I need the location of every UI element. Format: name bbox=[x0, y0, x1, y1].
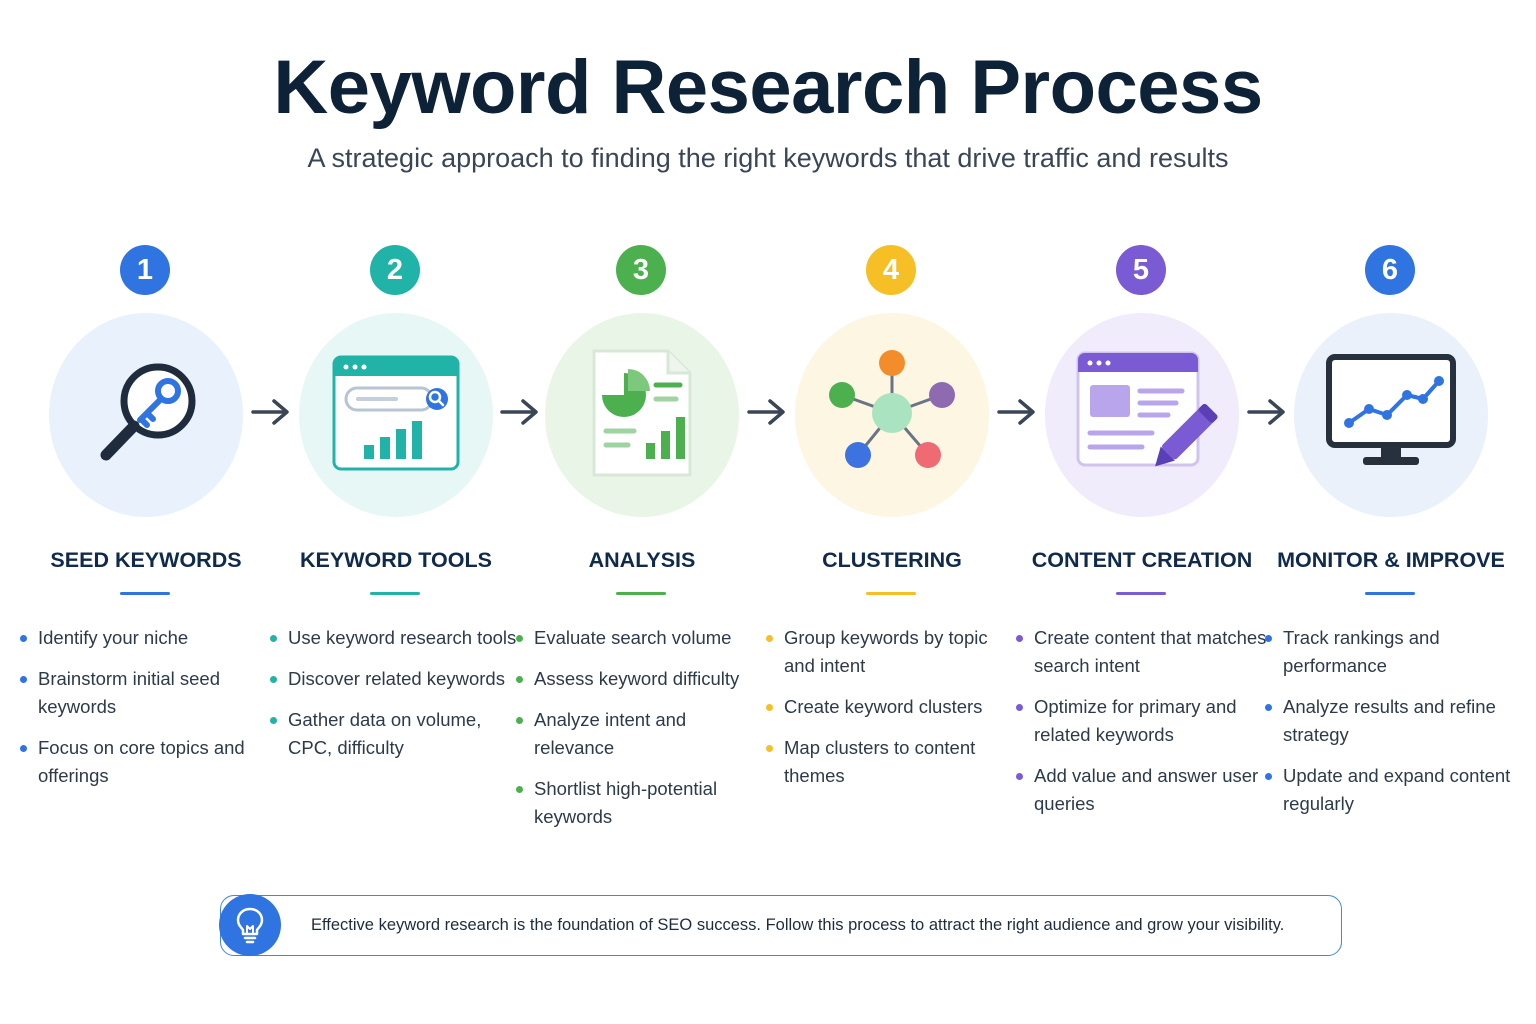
step-bullet: Shortlist high-potential keywords bbox=[516, 775, 771, 831]
step-title-underline bbox=[370, 592, 420, 595]
process-step: 6 MONITOR & IMPROVE Track rankings and p… bbox=[1265, 0, 1515, 880]
step-icon-disc bbox=[1294, 313, 1488, 517]
footer-note-text: Effective keyword research is the founda… bbox=[311, 915, 1285, 934]
step-title-underline bbox=[616, 592, 666, 595]
arrow-right-icon bbox=[746, 396, 788, 428]
step-title-underline bbox=[1365, 592, 1415, 595]
step-number-badge: 5 bbox=[1116, 245, 1166, 295]
process-step: 4 CLUSTERING Group keywords by topic and… bbox=[766, 0, 1016, 880]
step-bullet: Create content that matches search inten… bbox=[1016, 624, 1271, 680]
process-step: 5 CONTENT CREATION Create content that m… bbox=[1016, 0, 1266, 880]
lightbulb-icon bbox=[219, 894, 281, 956]
step-title-underline bbox=[866, 592, 916, 595]
content-editor-pencil-icon bbox=[1072, 343, 1218, 488]
step-bullet: Brainstorm initial seed keywords bbox=[20, 665, 275, 721]
browser-search-chart-icon bbox=[326, 343, 466, 488]
arrow-right-icon bbox=[1246, 396, 1288, 428]
step-bullet: Optimize for primary and related keyword… bbox=[1016, 693, 1271, 749]
step-bullet: Focus on core topics and offerings bbox=[20, 734, 275, 790]
step-icon-disc bbox=[1045, 313, 1239, 517]
step-bullet: Map clusters to content themes bbox=[766, 734, 1021, 790]
step-bullet: Track rankings and performance bbox=[1265, 624, 1520, 680]
footer-note: Effective keyword research is the founda… bbox=[219, 894, 1342, 956]
step-bullet-list: Create content that matches search inten… bbox=[1016, 624, 1271, 831]
step-bullet: Evaluate search volume bbox=[516, 624, 771, 652]
arrow-right-icon bbox=[996, 396, 1038, 428]
step-title: KEYWORD TOOLS bbox=[300, 548, 492, 572]
step-number-badge: 1 bbox=[120, 245, 170, 295]
step-icon-disc bbox=[49, 313, 243, 517]
step-title-underline bbox=[120, 592, 170, 595]
page-subtitle: A strategic approach to finding the righ… bbox=[307, 143, 1229, 173]
step-bullet: Gather data on volume, CPC, difficulty bbox=[270, 706, 525, 762]
step-icon-disc bbox=[545, 313, 739, 517]
cluster-network-icon bbox=[822, 343, 962, 488]
step-title: ANALYSIS bbox=[588, 548, 696, 572]
step-number-badge: 6 bbox=[1365, 245, 1415, 295]
step-number-badge: 2 bbox=[370, 245, 420, 295]
step-bullet: Update and expand content regularly bbox=[1265, 762, 1520, 818]
step-title-underline bbox=[1116, 592, 1166, 595]
step-icon-disc bbox=[299, 313, 493, 517]
step-bullet: Discover related keywords bbox=[270, 665, 525, 693]
step-icon-disc bbox=[795, 313, 989, 517]
step-bullet: Add value and answer user queries bbox=[1016, 762, 1271, 818]
step-bullet: Use keyword research tools bbox=[270, 624, 525, 652]
step-bullet: Analyze results and refine strategy bbox=[1265, 693, 1520, 749]
step-number-badge: 3 bbox=[616, 245, 666, 295]
step-number-badge: 4 bbox=[866, 245, 916, 295]
monitor-trend-icon bbox=[1321, 343, 1461, 488]
report-document-icon bbox=[572, 343, 712, 488]
arrow-right-icon bbox=[250, 396, 292, 428]
step-bullet: Assess keyword difficulty bbox=[516, 665, 771, 693]
process-step: 2 KEYWORD TOOLS Use keyword research too… bbox=[270, 0, 520, 880]
step-title: MONITOR & IMPROVE bbox=[1277, 548, 1505, 572]
arrow-right-icon bbox=[499, 396, 541, 428]
step-title: CLUSTERING bbox=[822, 548, 962, 572]
step-title: CONTENT CREATION bbox=[1031, 548, 1253, 572]
step-bullet: Group keywords by topic and intent bbox=[766, 624, 1021, 680]
step-bullet: Analyze intent and relevance bbox=[516, 706, 771, 762]
page-title: Keyword Research Process bbox=[273, 45, 1263, 130]
step-bullet: Identify your niche bbox=[20, 624, 275, 652]
step-title: SEED KEYWORDS bbox=[50, 548, 242, 572]
magnifier-key-icon bbox=[76, 343, 216, 488]
step-bullet: Create keyword clusters bbox=[766, 693, 1021, 721]
